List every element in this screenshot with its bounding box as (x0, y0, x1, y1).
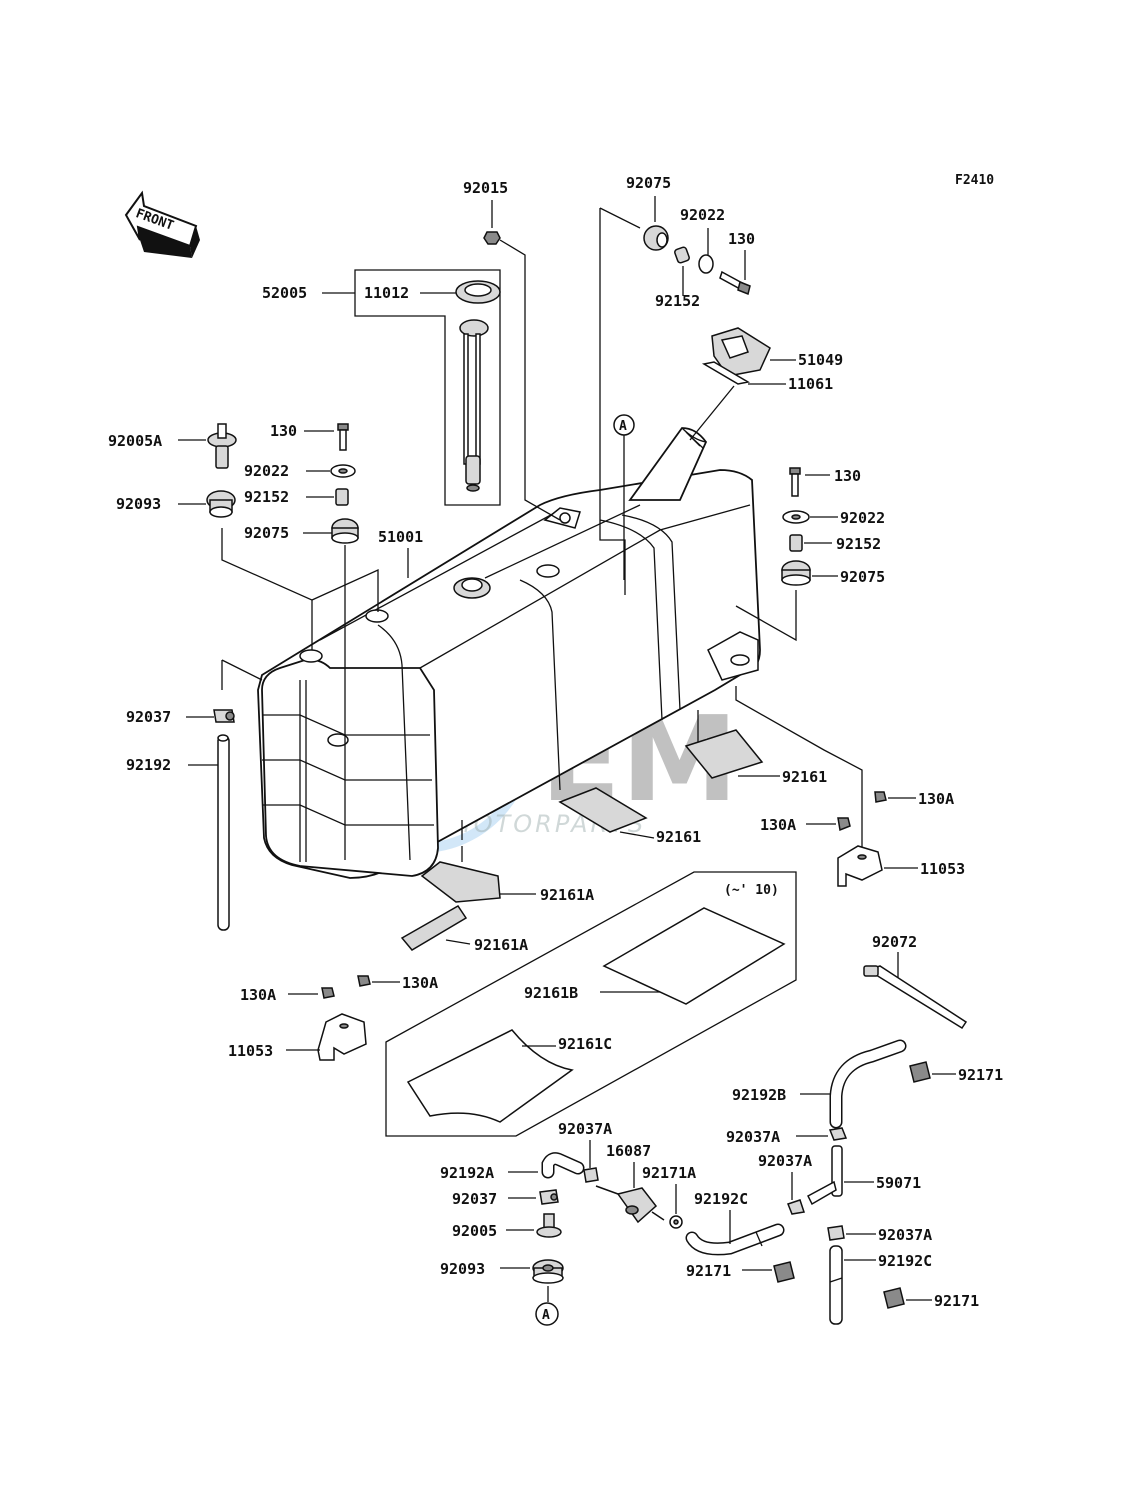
label-92037A-c: 92037A (558, 1120, 612, 1138)
label-92192-left: 92192 (126, 756, 171, 774)
label-92037A-a: 92037A (726, 1128, 780, 1146)
left-hose-group[interactable]: 92037 92192 (126, 659, 263, 931)
label-92037A-d: 92037A (878, 1226, 932, 1244)
label-92152-top: 92152 (655, 292, 700, 310)
label-130-top: 130 (728, 230, 755, 248)
fuel-sender-assembly-52005[interactable]: 52005 11012 (262, 269, 501, 506)
label-92075-top: 92075 (626, 174, 671, 192)
label-92093-bot: 92093 (440, 1260, 485, 1278)
label-51049: 51049 (798, 351, 843, 369)
label-92171-top: 92171 (958, 1066, 1003, 1084)
label-92037-bot: 92037 (452, 1190, 497, 1208)
label-92015: 92015 (463, 179, 508, 197)
right-mount-group[interactable]: 130 92022 92152 92075 (735, 467, 885, 642)
label-92171-b: 92171 (686, 1262, 731, 1280)
label-92161-upper: 92161 (782, 768, 827, 786)
label-92192B: 92192B (732, 1086, 786, 1104)
svg-text:A: A (542, 1308, 550, 1323)
ref-marker-a-bottom: A (535, 1302, 559, 1326)
label-92005A: 92005A (108, 432, 162, 450)
label-59071: 59071 (876, 1174, 921, 1192)
label-92075-right: 92075 (840, 568, 885, 586)
label-92022-left: 92022 (244, 462, 289, 480)
right-bracket-group[interactable]: 130A 130A 11053 (735, 686, 965, 887)
label-92161-lower: 92161 (656, 828, 701, 846)
label-92161A-upper: 92161A (540, 886, 594, 904)
front-arrow-icon: FRONT (124, 190, 200, 258)
label-92152-left: 92152 (244, 488, 289, 506)
label-92171A: 92171A (642, 1164, 696, 1182)
label-92072: 92072 (872, 933, 917, 951)
label-92022-right: 92022 (840, 509, 885, 527)
label-92037-left: 92037 (126, 708, 171, 726)
label-92005: 92005 (452, 1222, 497, 1240)
label-130A-l1: 130A (240, 986, 276, 1004)
fuel-tank-51001[interactable]: 51001 (257, 427, 761, 879)
label-92022-top: 92022 (680, 206, 725, 224)
bottom-fuel-line-group[interactable]: 92037A 16087 92171A 92192A 92037 92005 (440, 1120, 696, 1302)
label-11053-right: 11053 (920, 860, 965, 878)
label-11012: 11012 (364, 284, 409, 302)
label-92161A-lower: 92161A (474, 936, 528, 954)
label-92171-c: 92171 (934, 1292, 979, 1310)
label-130-left: 130 (270, 422, 297, 440)
top-mount-group[interactable]: 92075 92022 130 92152 51049 11061 (599, 174, 843, 595)
figure-code: F2410 (955, 173, 994, 188)
range-note: (~' 10) (724, 883, 779, 898)
left-bracket-group[interactable]: 130A 130A 11053 (228, 974, 438, 1061)
label-92152-right: 92152 (836, 535, 881, 553)
left-mount-group[interactable]: 92005A 130 92022 92152 92093 92075 (108, 422, 379, 860)
label-130-right: 130 (834, 467, 861, 485)
part-92015[interactable]: 92015 (463, 179, 561, 521)
label-92192C-b: 92192C (878, 1252, 932, 1270)
ref-marker-a-top: A (613, 414, 635, 580)
label-130A-l2: 130A (402, 974, 438, 992)
right-hose-group[interactable]: 92171 92192B 92037A 59071 92037A 92037A … (685, 1039, 1003, 1325)
label-92161B: 92161B (524, 984, 578, 1002)
svg-text:A: A (619, 419, 627, 434)
range-box-group[interactable]: (~' 10) 92161B 92161C (385, 871, 797, 1137)
label-130A-r1: 130A (918, 790, 954, 808)
label-92192A: 92192A (440, 1164, 494, 1182)
label-92093-left: 92093 (116, 495, 161, 513)
label-92075-left: 92075 (244, 524, 289, 542)
label-130A-r2: 130A (760, 816, 796, 834)
label-11061: 11061 (788, 375, 833, 393)
label-52005: 52005 (262, 284, 307, 302)
label-16087: 16087 (606, 1142, 651, 1160)
label-92192C-a: 92192C (694, 1190, 748, 1208)
label-92161C: 92161C (558, 1035, 612, 1053)
label-51001: 51001 (378, 528, 423, 546)
label-92037A-b: 92037A (758, 1152, 812, 1170)
pads-92161[interactable]: 92161 92161 92161A 92161A (400, 710, 827, 954)
label-11053-left: 11053 (228, 1042, 273, 1060)
part-92072-tie[interactable]: 92072 (863, 933, 968, 1030)
